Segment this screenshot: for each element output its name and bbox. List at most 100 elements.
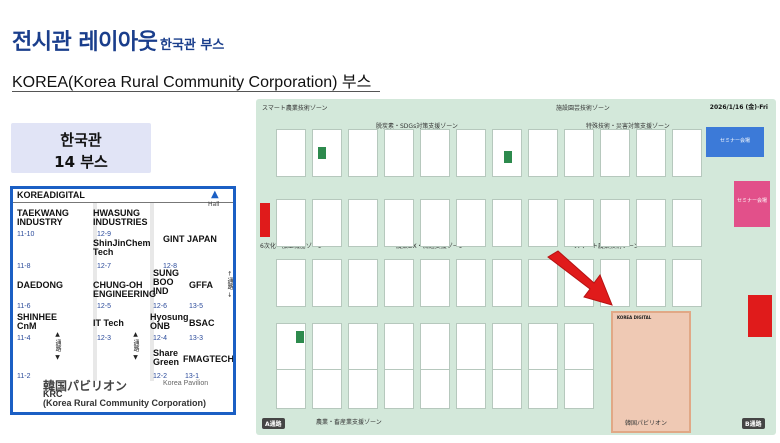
booth-code: 12-7 (97, 263, 112, 270)
entrance-a: A通路 (262, 418, 285, 429)
section-title: KOREA(Korea Rural Community Corporation)… (12, 74, 372, 91)
floor-booth-block (492, 129, 522, 177)
booth-code: 13-3 (189, 335, 204, 342)
booth-code: 11-2 (17, 373, 31, 380)
booth-code: 11-6 (17, 303, 31, 310)
page-title: 전시관 레이아웃 (12, 30, 158, 55)
floor-booth-block (528, 129, 558, 177)
floor-booth-block (348, 369, 378, 409)
floor-booth-block (564, 323, 594, 371)
floor-booth-block (348, 199, 378, 247)
pavilion-summary-name: 한국관 (60, 131, 102, 149)
floor-booth-block (636, 259, 666, 307)
booth-code: 11-4 (17, 335, 31, 342)
floor-booth-block (600, 129, 630, 177)
booth-name: GFFA (189, 280, 213, 290)
floor-booth-block (456, 259, 486, 307)
zoom-map-pavilion-en: Korea Pavilion (163, 380, 209, 387)
zoom-map-aisle (150, 203, 154, 381)
floor-booth-block (492, 323, 522, 371)
booth-name: DAEDONG (17, 280, 64, 290)
booth-name: TAEKWANG INDUSTRY (17, 208, 69, 227)
korea-pavilion-label: KOREA DIGITAL (617, 315, 652, 320)
floor-booth-block (348, 323, 378, 371)
floor-booth-block (420, 369, 450, 409)
floor-booth-block (312, 129, 342, 177)
floor-booth-block (492, 259, 522, 307)
floor-booth-block (348, 129, 378, 177)
booth-code: 11-10 (17, 231, 35, 238)
green-booth (296, 331, 304, 343)
floor-booth-block (636, 129, 666, 177)
floor-booth-block (276, 129, 306, 177)
floor-booth-block (456, 129, 486, 177)
booth-name: Share Green (153, 348, 180, 367)
aisle-arrow-icon: ← 通路 → (226, 271, 233, 297)
seminar-area-1-label: セミナー会場 (719, 138, 750, 144)
floor-booth-block (420, 199, 450, 247)
floor-booth-block (348, 259, 378, 307)
floor-booth-block (528, 369, 558, 409)
floor-map-date: 2026/1/16 (金)·Fri (709, 104, 768, 111)
zoom-map-aisle (93, 203, 97, 381)
highlight-booth-red (260, 203, 270, 237)
booth-code: 12-2 (153, 373, 168, 380)
booth-name: BSAC (189, 318, 215, 328)
booth-code: 13-5 (189, 303, 204, 310)
krc-label: KRC (43, 389, 63, 399)
floor-zone-label: スマート農業技術ゾーン (262, 105, 328, 112)
location-arrow-icon (547, 250, 613, 306)
floor-zone-label: 農業・畜産業支援ゾーン (316, 419, 382, 426)
booth-code: 13-1 (185, 373, 200, 380)
seminar-area-1: セミナー会場 (706, 127, 764, 157)
floor-booth-block (672, 129, 702, 177)
floor-booth-block (276, 259, 306, 307)
floor-booth-block (384, 369, 414, 409)
floor-booth-block (456, 323, 486, 371)
green-booth (504, 151, 512, 163)
booth-name: SUNG BOO IND (153, 268, 180, 296)
hall-floor-map: 2026/1/16 (金)·Fri スマート農業技術ゾーン脱炭素・SDGs対策支… (256, 99, 776, 435)
floor-booth-block (456, 199, 486, 247)
floor-booth-block (384, 259, 414, 307)
floor-booth-block (636, 199, 666, 247)
booth-code: 12-6 (153, 303, 168, 310)
booth-zoom-map: KOREADIGITAL ▲ Hall ▲ 通路 ▼ ▲ 通路 ▼ ← 通路 →… (10, 186, 236, 415)
korea-pavilion-highlight: KOREA DIGITAL 韓国パビリオン (611, 311, 691, 433)
booth-code: 11-8 (17, 263, 31, 270)
floor-booth-block (384, 199, 414, 247)
pavilion-summary-count: 14 부스 (54, 153, 108, 171)
floor-booth-block (420, 259, 450, 307)
krc-full-name: (Korea Rural Community Corporation) (43, 398, 207, 408)
floor-booth-block (420, 129, 450, 177)
floor-booth-block (672, 259, 702, 307)
booth-name: SHINHEE CnM (17, 312, 58, 331)
floor-booth-block (492, 369, 522, 409)
floor-booth-block (276, 199, 306, 247)
booth-code: 12-5 (97, 303, 112, 310)
aisle-arrow-icon: ▲ 通路 ▼ (54, 331, 61, 361)
entrance-b: B通路 (742, 418, 765, 429)
floor-zone-label: 特殊技術・災害対策支援ゾーン (586, 123, 670, 130)
floor-booth-block (528, 199, 558, 247)
floor-booth-block (312, 199, 342, 247)
green-booth (318, 147, 326, 159)
floor-booth-block (672, 199, 702, 247)
booth-name: ShinJinChem Tech (93, 238, 151, 257)
aisle-arrow-icon: ▲ 通路 ▼ (132, 331, 139, 361)
zoom-map-header: KOREADIGITAL (13, 189, 233, 203)
floor-booth-block (312, 259, 342, 307)
booth-name: HWASUNG INDUSTRIES (93, 208, 148, 227)
zoom-map-header-label: KOREADIGITAL (17, 190, 85, 200)
floor-booth-block (564, 129, 594, 177)
booth-code: 12-4 (153, 335, 168, 342)
booth-name: IT Tech (93, 318, 124, 328)
booth-code: 12-3 (97, 335, 112, 342)
highlight-booth-red (748, 295, 772, 337)
floor-booth-block (528, 259, 558, 307)
floor-booth-block (312, 323, 342, 371)
floor-booth-block (564, 199, 594, 247)
korea-pavilion-text: 韓国パビリオン (625, 420, 668, 427)
floor-zone-label: 施設園芸技術ゾーン (556, 105, 610, 112)
booth-name: GINT JAPAN (163, 234, 217, 244)
